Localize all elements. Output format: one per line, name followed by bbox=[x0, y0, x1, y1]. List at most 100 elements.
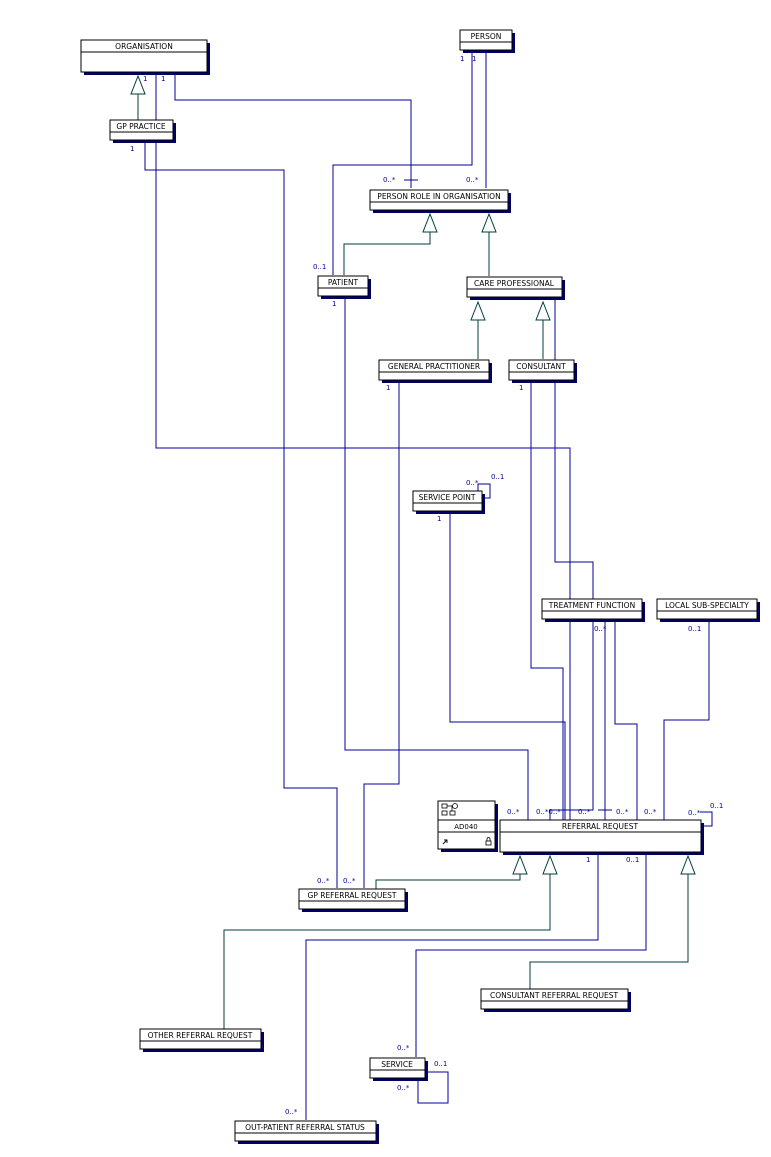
entity-treatment-function[interactable]: TREATMENT FUNCTION bbox=[541, 598, 645, 622]
entity-title: PATIENT bbox=[328, 278, 359, 287]
gen-arrow bbox=[422, 212, 438, 233]
gen-arrow bbox=[470, 300, 486, 321]
mult-label: 0..* bbox=[594, 625, 607, 633]
entity-title: OUT-PATIENT REFERRAL STATUS bbox=[245, 1123, 365, 1132]
mult-label: 0..1 bbox=[626, 856, 639, 864]
gen-gp-referral-referral-request[interactable] bbox=[375, 874, 521, 889]
assoc-referral-request-self[interactable] bbox=[700, 811, 713, 827]
entity-person[interactable]: PERSON bbox=[459, 29, 515, 53]
entity-general-practitioner[interactable]: GENERAL PRACTITIONER bbox=[378, 359, 492, 383]
entity-consultant-referral-request[interactable]: CONSULTANT REFERRAL REQUEST bbox=[480, 988, 631, 1012]
entity-service-point[interactable]: SERVICE POINT bbox=[412, 490, 485, 514]
entity-gp-referral-request[interactable]: GP REFERRAL REQUEST bbox=[298, 888, 408, 912]
mult-label: 0..* bbox=[397, 1044, 410, 1052]
assoc-referral-request-op-status[interactable] bbox=[305, 853, 599, 1120]
lock-icon bbox=[485, 837, 492, 846]
mult-label: 1 bbox=[130, 145, 134, 153]
mult-label: 0..1 bbox=[434, 1060, 447, 1068]
assoc-gp-gp-referral[interactable] bbox=[363, 382, 400, 888]
mult-label: 1 bbox=[161, 75, 165, 83]
entity-title: OTHER REFERRAL REQUEST bbox=[148, 1031, 253, 1040]
assoc-organisation-person-role[interactable] bbox=[174, 74, 412, 188]
entity-organisation[interactable]: ORGANISATION bbox=[80, 39, 210, 75]
entity-title: PERSON bbox=[471, 32, 502, 41]
entity-referral-request[interactable]: REFERRAL REQUEST bbox=[499, 819, 704, 855]
entity-title: PERSON ROLE IN ORGANISATION bbox=[377, 192, 500, 201]
assoc-organisation-referral-request[interactable] bbox=[155, 74, 571, 820]
entity-title: GENERAL PRACTITIONER bbox=[388, 362, 480, 371]
mult-label: 0..* bbox=[466, 176, 479, 184]
entity-title: GP PRACTICE bbox=[116, 122, 165, 131]
entity-title: SERVICE POINT bbox=[419, 493, 476, 502]
entity-title: GP REFERRAL REQUEST bbox=[308, 891, 397, 900]
gen-arrow bbox=[130, 74, 146, 95]
entity-title: TREATMENT FUNCTION bbox=[548, 601, 635, 610]
mult-label: 0..1 bbox=[688, 625, 701, 633]
gen-arrow bbox=[512, 854, 528, 875]
association-lines bbox=[144, 52, 713, 1120]
mult-label: 0..* bbox=[688, 809, 701, 817]
entity-gp-practice[interactable]: GP PRACTICE bbox=[109, 119, 176, 143]
entity-out-patient-referral-status[interactable]: OUT-PATIENT REFERRAL STATUS bbox=[234, 1120, 379, 1144]
mult-label: 1 bbox=[586, 856, 590, 864]
entity-title: CONSULTANT bbox=[516, 362, 566, 371]
mult-label: 0..1 bbox=[313, 263, 326, 271]
mult-label: 0..* bbox=[343, 877, 356, 885]
mult-label: 0..*0..* bbox=[536, 808, 561, 816]
assoc-local-sub-specialty-referral-request[interactable] bbox=[663, 620, 710, 820]
assoc-gp-practice-gp-referral[interactable] bbox=[144, 142, 338, 888]
entity-title: CARE PROFESSIONAL bbox=[474, 279, 555, 288]
assoc-service-self[interactable] bbox=[417, 1071, 449, 1104]
entity-title: CONSULTANT REFERRAL REQUEST bbox=[490, 991, 619, 1000]
entity-title: REFERRAL REQUEST bbox=[562, 822, 639, 831]
entity-patient[interactable]: PATIENT bbox=[317, 275, 371, 299]
assoc-consultant-referral-request[interactable] bbox=[530, 382, 564, 820]
assoc-care-professional-referral-request[interactable] bbox=[549, 300, 594, 820]
entity-title: LOCAL SUB-SPECIALTY bbox=[665, 601, 749, 610]
entity-other-referral-request[interactable]: OTHER REFERRAL REQUEST bbox=[139, 1028, 264, 1052]
shortcut-arrow-icon bbox=[442, 839, 448, 845]
mult-label: 0..* bbox=[507, 808, 520, 816]
entity-title: SERVICE bbox=[381, 1060, 413, 1069]
mult-label: 0..* bbox=[397, 1084, 410, 1092]
mult-label: 0..* bbox=[317, 877, 330, 885]
entity-title: ORGANISATION bbox=[115, 42, 173, 51]
mult-label: 0..* bbox=[578, 808, 591, 816]
gen-arrow bbox=[535, 300, 551, 321]
entity-person-role-in-organisation[interactable]: PERSON ROLE IN ORGANISATION bbox=[369, 189, 511, 213]
gen-arrow bbox=[542, 854, 558, 875]
gen-consultant-referral-referral-request[interactable] bbox=[529, 874, 689, 989]
mult-label: 0..1 bbox=[710, 802, 723, 810]
gen-arrow bbox=[481, 212, 497, 233]
assoc-treatment-function-branch[interactable] bbox=[614, 620, 638, 820]
mult-label: 1 bbox=[332, 300, 336, 308]
assoc-service-point-referral-request[interactable] bbox=[449, 512, 566, 820]
entity-consultant[interactable]: CONSULTANT bbox=[508, 359, 577, 383]
mult-label: 0..1 bbox=[491, 473, 504, 481]
model-icon bbox=[441, 803, 458, 816]
mult-label: 1 bbox=[437, 515, 441, 523]
mult-label: 0..* bbox=[616, 808, 629, 816]
entity-service[interactable]: SERVICE bbox=[369, 1057, 428, 1081]
gen-arrow bbox=[680, 854, 696, 875]
assoc-referral-request-service[interactable] bbox=[415, 853, 647, 1057]
badge-code: AD040 bbox=[454, 823, 478, 831]
entity-care-professional[interactable]: CARE PROFESSIONAL bbox=[466, 276, 565, 300]
mult-label: 1 bbox=[472, 55, 476, 63]
gen-patient-person-role[interactable] bbox=[343, 232, 431, 275]
assoc-person-patient[interactable] bbox=[332, 52, 473, 275]
assoc-service-point-self[interactable] bbox=[477, 483, 491, 499]
mult-label: 0..* bbox=[466, 479, 479, 487]
multiplicity-labels: 1 1 1 1 1 0..* 0..* 0..1 1 1 1 0..* 0..1… bbox=[130, 55, 723, 1116]
mult-label: 1 bbox=[386, 384, 390, 392]
ad040-badge[interactable]: AD040 bbox=[437, 800, 498, 852]
assoc-patient-referral-request[interactable] bbox=[344, 298, 529, 820]
generalisation-lines bbox=[130, 74, 696, 1029]
mult-label: 0..* bbox=[285, 1108, 298, 1116]
mult-label: 1 bbox=[519, 384, 523, 392]
gen-other-referral-referral-request[interactable] bbox=[223, 874, 551, 1029]
mult-label: 1 bbox=[460, 55, 464, 63]
mult-label: 0..* bbox=[644, 808, 657, 816]
entity-local-sub-specialty[interactable]: LOCAL SUB-SPECIALTY bbox=[656, 598, 760, 622]
